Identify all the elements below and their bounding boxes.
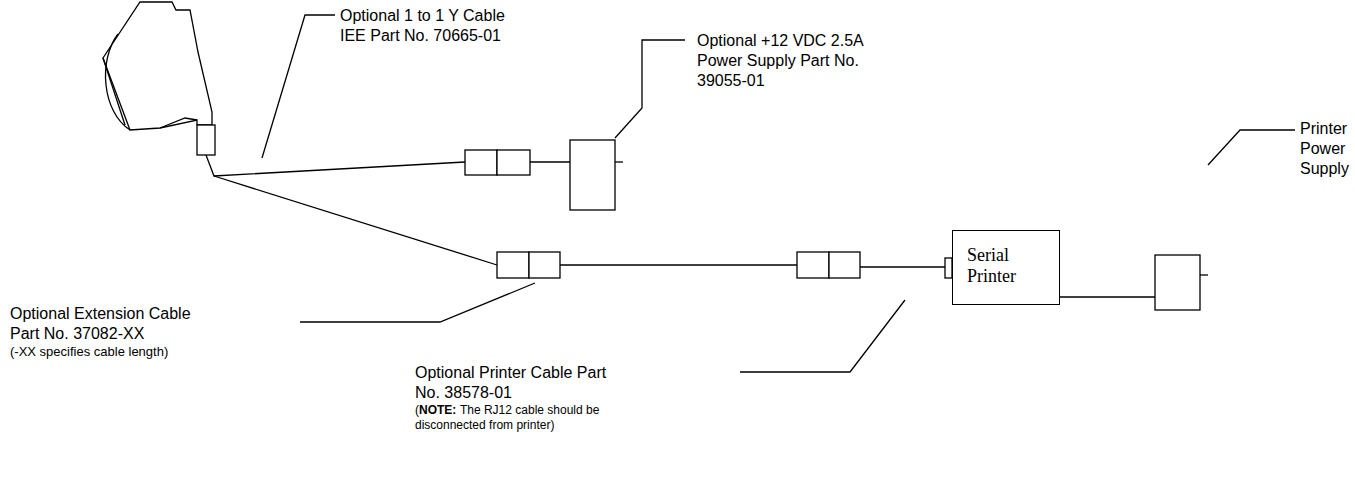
callout-label: Optional Printer Cable Part bbox=[415, 363, 606, 382]
note-block: (NOTE:The RJ12 cable should be disconnec… bbox=[415, 403, 615, 433]
callout-label: (-XX specifies cable length) bbox=[10, 344, 168, 360]
connector bbox=[497, 252, 529, 278]
node-text: Serial Printer bbox=[967, 245, 1037, 287]
leader-line bbox=[1208, 130, 1295, 165]
connector bbox=[465, 150, 497, 175]
note-text: NOTE: bbox=[419, 403, 456, 417]
callout-label: Power bbox=[1300, 139, 1345, 158]
callout-label: Optional +12 VDC 2.5A bbox=[697, 31, 864, 50]
leader-line bbox=[740, 300, 905, 372]
printer-box: Serial Printer bbox=[952, 230, 1060, 305]
connector bbox=[529, 252, 560, 278]
callout-label: Printer bbox=[1300, 119, 1347, 138]
leader-line bbox=[615, 40, 685, 138]
printer-power-supply bbox=[1155, 255, 1200, 310]
leader-line bbox=[262, 15, 335, 158]
terminal-device bbox=[103, 2, 215, 155]
callout-label: Optional Extension Cable bbox=[10, 304, 191, 323]
callout-label: IEE Part No. 70665-01 bbox=[340, 26, 501, 45]
connector bbox=[797, 252, 829, 278]
leader-line bbox=[300, 283, 535, 322]
connector bbox=[497, 150, 530, 175]
y-cable-lower bbox=[214, 176, 497, 265]
callout-label: Power Supply Part No. bbox=[697, 51, 859, 70]
connector bbox=[829, 252, 860, 278]
callout-label: Optional 1 to 1 Y Cable bbox=[340, 6, 505, 25]
power-supply bbox=[570, 140, 615, 210]
callout-label: Supply bbox=[1300, 159, 1349, 178]
printer-port bbox=[945, 258, 952, 278]
y-cable-upper bbox=[206, 155, 465, 176]
note-text: ( bbox=[415, 403, 419, 417]
callout-label: Part No. 37082-XX bbox=[10, 324, 144, 343]
callout-label: No. 38578-01 bbox=[415, 383, 512, 402]
callout-label: 39055-01 bbox=[697, 71, 765, 90]
